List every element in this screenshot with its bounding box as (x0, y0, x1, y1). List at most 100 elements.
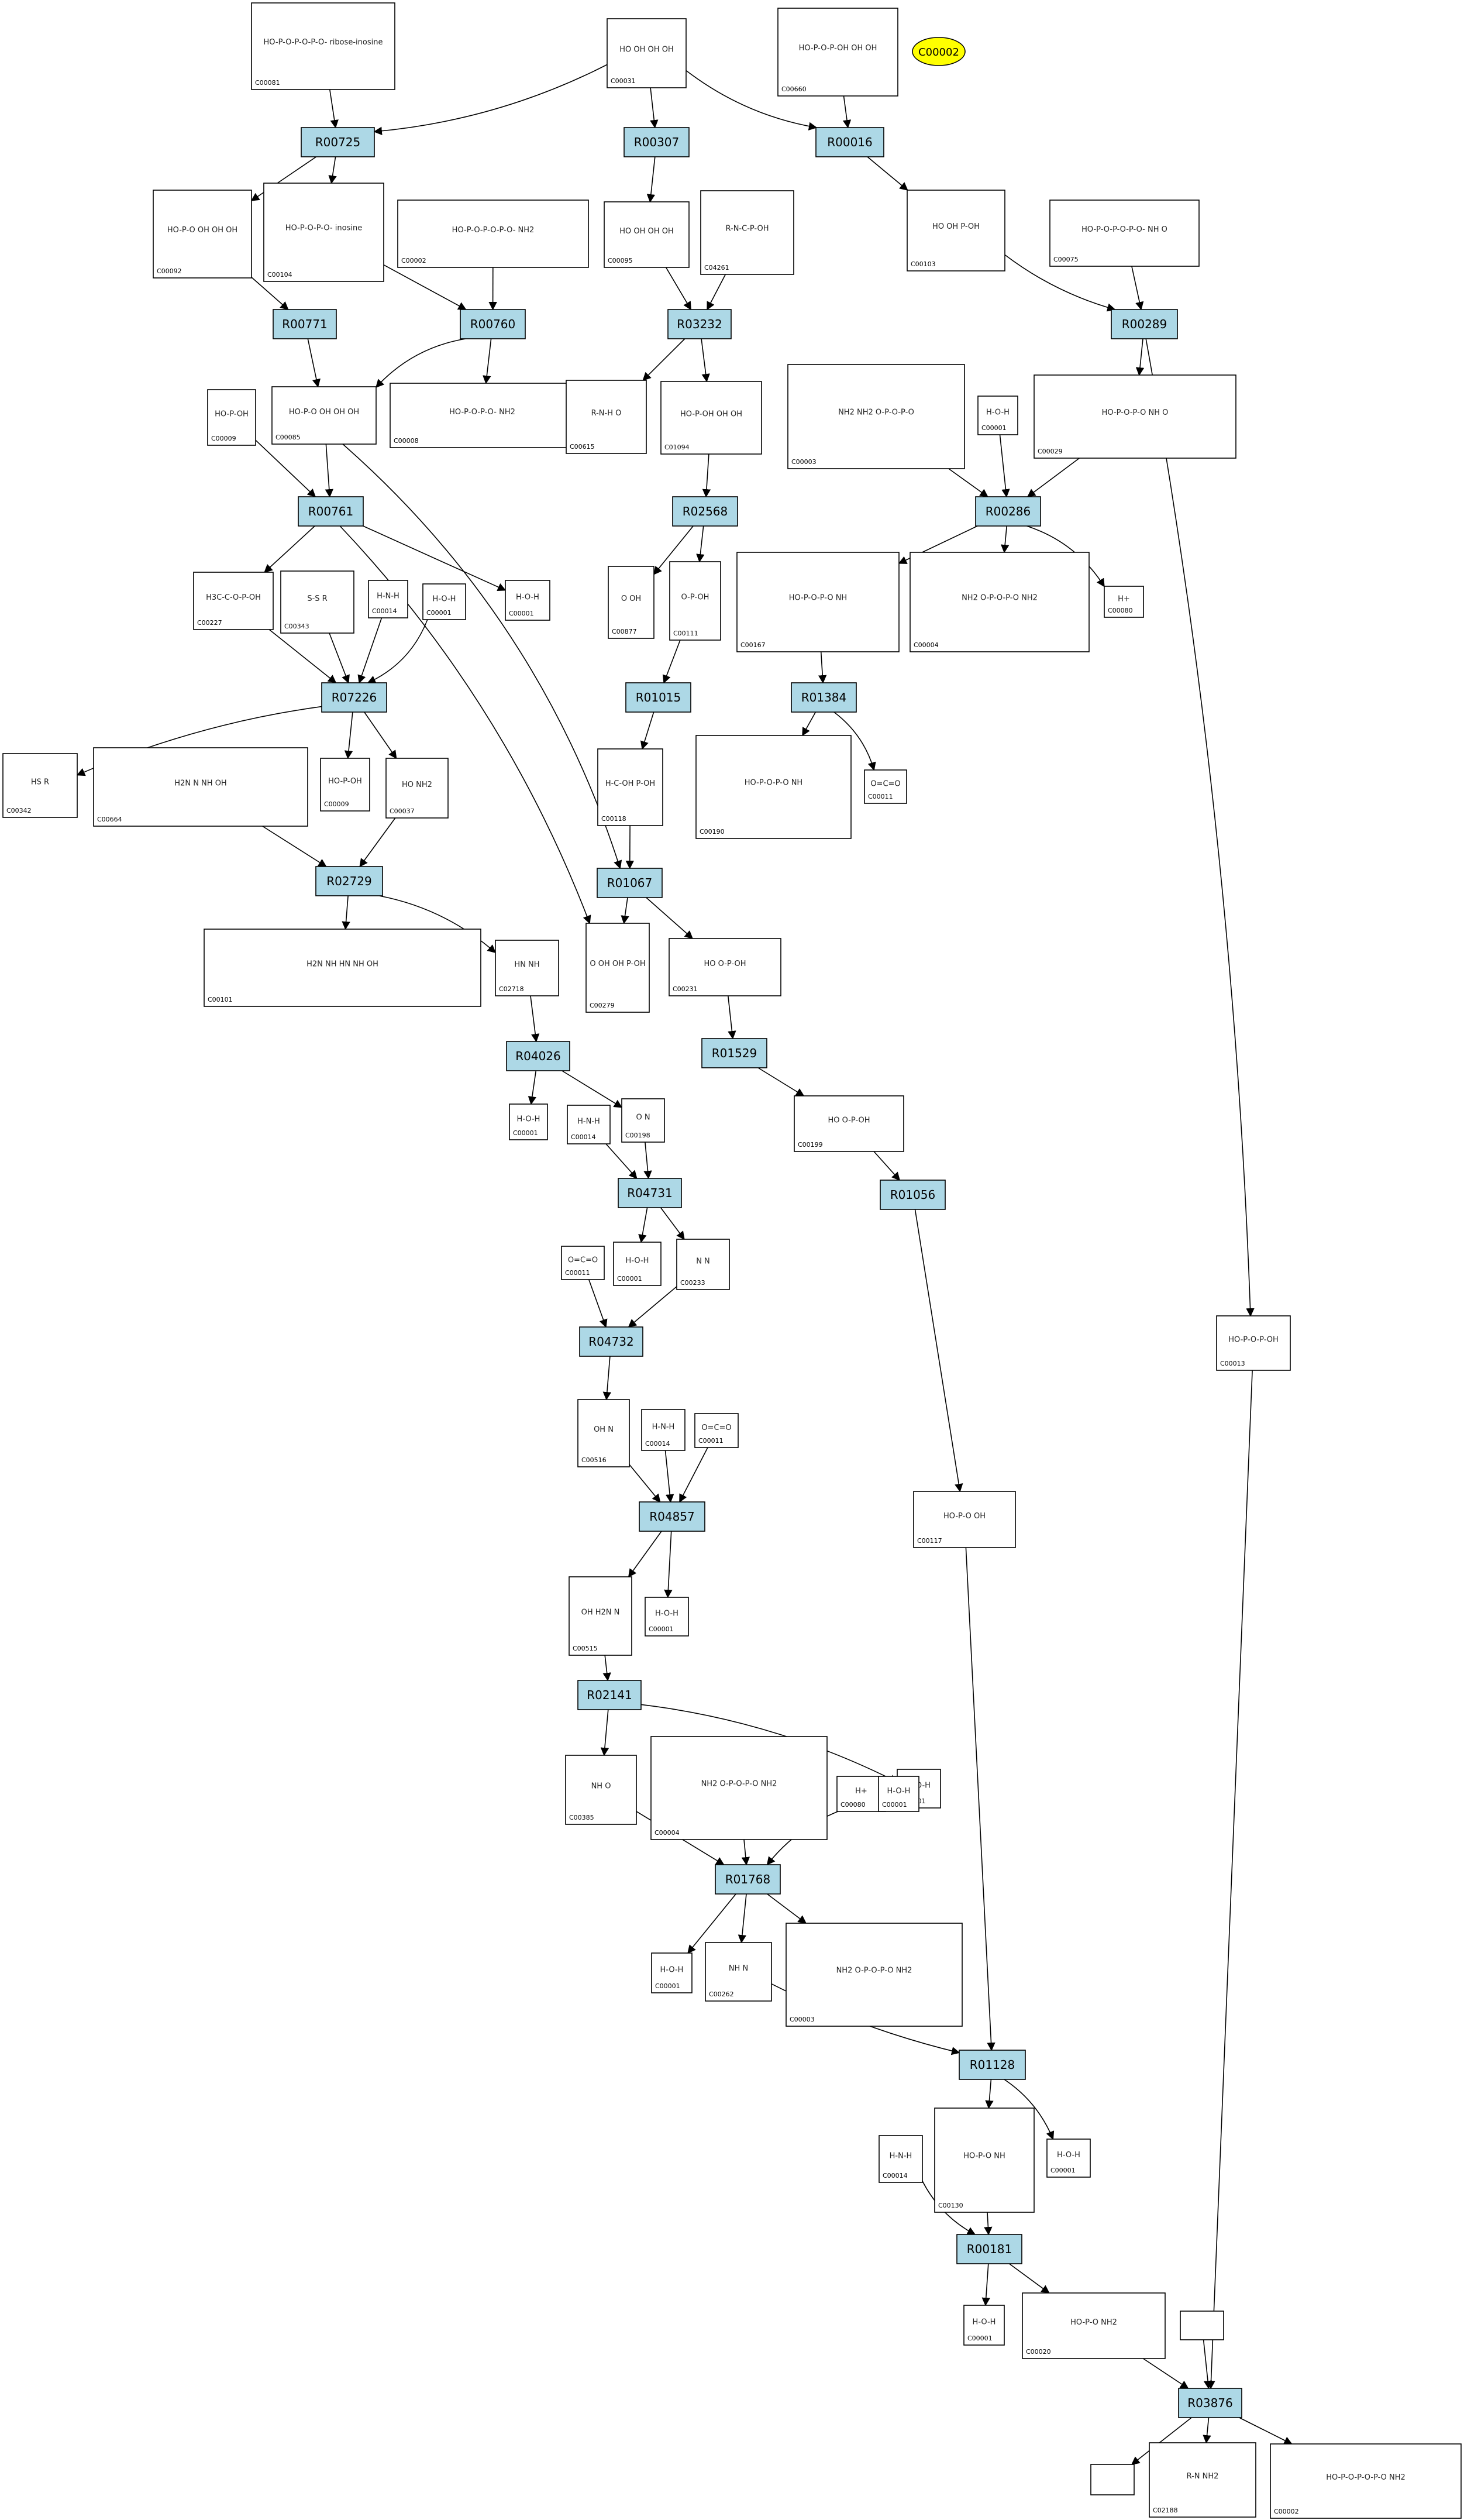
reaction-node[interactable]: R00181 (956, 2234, 1022, 2264)
reaction-node[interactable]: R01056 (880, 1180, 946, 1210)
compound-node[interactable]: H+C00080 (1104, 586, 1144, 618)
reaction-node[interactable]: R04731 (618, 1178, 682, 1208)
reaction-node[interactable]: R04732 (579, 1326, 643, 1357)
highlight-compound[interactable]: C00002 (912, 37, 966, 66)
reaction-node[interactable]: R00289 (1111, 309, 1178, 339)
reaction-node[interactable]: R01768 (715, 1864, 781, 1895)
reaction-node[interactable]: R04857 (639, 1501, 705, 1532)
compound-id-label: C00001 (655, 1982, 680, 1990)
reaction-node[interactable]: R01384 (791, 682, 857, 713)
reaction-node[interactable]: R03232 (667, 309, 732, 339)
edge-arrow (379, 895, 497, 954)
reaction-node[interactable]: R04026 (506, 1041, 570, 1071)
compound-node[interactable]: H+C00080 (836, 1776, 886, 1812)
reaction-node[interactable]: R00761 (298, 496, 364, 527)
reaction-node[interactable]: R01128 (959, 2050, 1026, 2080)
compound-node[interactable] (1090, 2464, 1135, 2495)
reaction-node[interactable]: R00760 (460, 309, 526, 339)
reaction-node[interactable]: R01529 (701, 1038, 767, 1068)
compound-structure: HO OH P-OH (932, 222, 980, 231)
reaction-node[interactable]: R03876 (1178, 2388, 1242, 2418)
compound-id-label: C00664 (97, 816, 122, 823)
reaction-node[interactable]: R01015 (625, 682, 691, 713)
reaction-node[interactable]: R00016 (815, 127, 884, 157)
reaction-node[interactable]: R02729 (315, 866, 383, 896)
reaction-node[interactable]: R00286 (975, 496, 1041, 527)
reaction-node[interactable]: R00771 (273, 309, 337, 339)
reaction-node[interactable]: R07226 (321, 682, 387, 713)
reaction-node[interactable]: R00725 (301, 127, 375, 157)
reaction-node[interactable]: R00307 (624, 127, 690, 157)
reaction-node[interactable]: R02141 (577, 1680, 642, 1710)
compound-node[interactable] (1180, 2311, 1224, 2340)
reaction-node[interactable]: R01067 (597, 868, 663, 898)
reaction-node[interactable]: R02568 (672, 496, 738, 527)
